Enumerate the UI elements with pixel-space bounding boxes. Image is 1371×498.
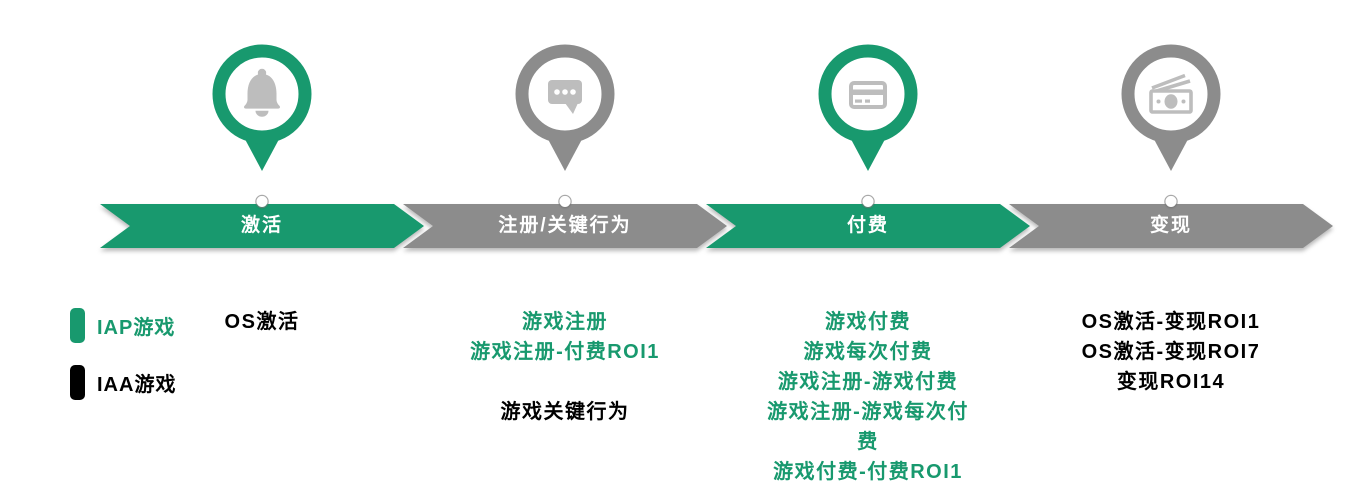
stage-chevron-register (403, 204, 727, 248)
stage-node-dot (1165, 196, 1177, 207)
stage-label-payment: 付费 (846, 215, 890, 236)
stage-node-dot (256, 196, 268, 207)
stage-chevron-activation (100, 204, 424, 248)
legend-item-iaa: IAA游戏 (70, 365, 176, 400)
stage-label-register: 注册/关键行为 (498, 215, 632, 236)
pin-marker-register (515, 44, 615, 171)
funnel-band (100, 204, 1333, 248)
metrics-register: 游戏注册 游戏注册-付费ROI1 游戏关键行为 (455, 307, 675, 427)
stage-node-dot (559, 196, 571, 207)
bell-icon (244, 68, 280, 117)
pin-marker-payment (818, 44, 918, 171)
metric-item: 游戏注册-游戏付费 (777, 371, 959, 393)
metric-item: 游戏注册 (522, 311, 608, 333)
legend-label-iap: IAP游戏 (97, 317, 176, 339)
stage-chevron-monetization (1009, 204, 1333, 248)
metric-item: OS激活-变现ROI7 (1081, 341, 1261, 363)
metric-item: 游戏付费-付费ROI1 (773, 461, 963, 483)
metric-item: OS激活-变现ROI1 (1081, 311, 1261, 333)
stage-label-monetization: 变现 (1149, 215, 1193, 236)
metric-item: OS激活 (224, 311, 300, 333)
metric-item: 游戏每次付费 (803, 341, 933, 363)
stage-node-dot (862, 196, 874, 207)
metric-item: 游戏付费 (825, 311, 911, 333)
pin-marker-monetization (1121, 44, 1221, 171)
chat-bubble-icon (548, 80, 582, 114)
metrics-activation: OS激活 (152, 307, 372, 337)
metric-spacer (455, 367, 675, 397)
metrics-monetization: OS激活-变现ROI1 OS激活-变现ROI7 变现ROI14 (1061, 307, 1281, 397)
metric-item: 游戏注册-游戏每次付费 (767, 401, 969, 453)
credit-card-icon (849, 81, 887, 109)
stage-label-activation: 激活 (240, 215, 284, 236)
legend-label-iaa: IAA游戏 (97, 374, 177, 396)
money-icon (1149, 73, 1193, 114)
metric-item: 变现ROI14 (1116, 371, 1226, 393)
metric-item: 游戏注册-付费ROI1 (470, 341, 660, 363)
legend-item-iap: IAP游戏 (70, 308, 175, 343)
stage-chevron-payment (706, 204, 1030, 248)
legend-swatch-iap (70, 308, 85, 343)
metrics-payment: 游戏付费 游戏每次付费 游戏注册-游戏付费 游戏注册-游戏每次付费 游戏付费-付… (758, 307, 978, 487)
pin-marker-activation (212, 44, 312, 171)
metric-item: 游戏关键行为 (500, 401, 630, 423)
legend-swatch-iaa (70, 365, 85, 400)
